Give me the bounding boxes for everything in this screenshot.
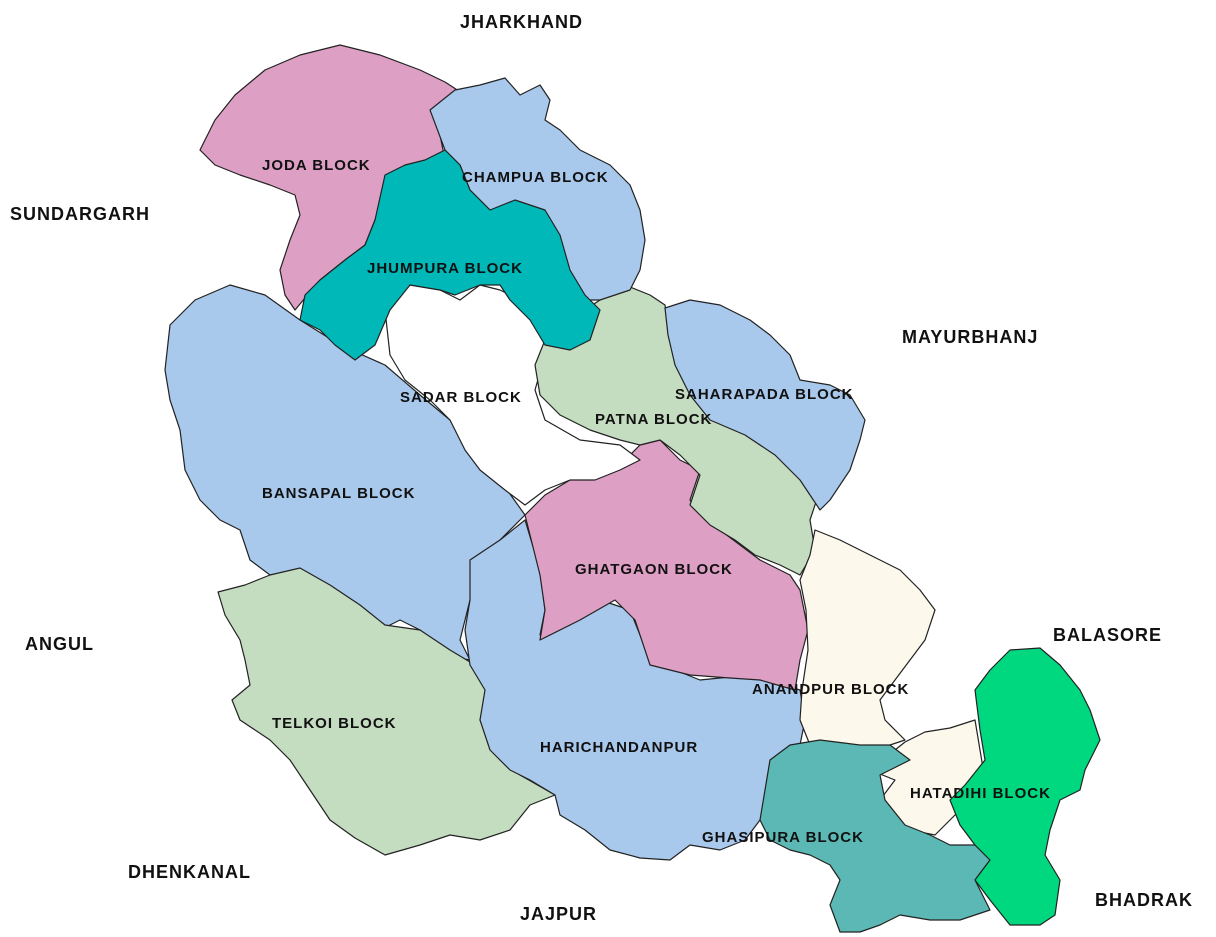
label-joda-block: JODA BLOCK: [262, 157, 371, 174]
label-bhadrak: BHADRAK: [1095, 890, 1193, 910]
region-jhumpura[interactable]: [299, 149, 601, 361]
region-saharapada[interactable]: [664, 299, 866, 511]
region-ghasipura[interactable]: [759, 739, 991, 933]
label-mayurbhanj: MAYURBHANJ: [902, 327, 1038, 347]
label-ghatgaon-block: GHATGAON BLOCK: [575, 561, 733, 578]
region-ghatgaon[interactable]: [524, 439, 809, 691]
region-hatadihi[interactable]: [949, 647, 1101, 926]
label-sadar-block: SADAR BLOCK: [400, 389, 522, 406]
label-champua-block: CHAMPUA BLOCK: [462, 169, 609, 186]
label-jharkhand: JHARKHAND: [460, 12, 583, 32]
region-anandpur[interactable]: [799, 529, 936, 749]
label-jajpur: JAJPUR: [520, 904, 597, 924]
label-harichandanpur: HARICHANDANPUR: [540, 739, 698, 756]
label-patna-block: PATNA BLOCK: [595, 411, 712, 428]
label-anandpur-block: ANANDPUR BLOCK: [752, 681, 909, 698]
label-hatadihi-block: HATADIHI BLOCK: [910, 785, 1051, 802]
label-bansapal-block: BANSAPAL BLOCK: [262, 485, 415, 502]
region-sadar[interactable]: [384, 284, 641, 506]
label-saharapada-block: SAHARAPADA BLOCK: [675, 386, 854, 403]
label-angul: ANGUL: [25, 634, 94, 654]
label-balasore: BALASORE: [1053, 625, 1162, 645]
label-ghasipura-block: GHASIPURA BLOCK: [702, 829, 864, 846]
region-telkoi[interactable]: [217, 567, 556, 856]
label-dhenkanal: DHENKANAL: [128, 862, 251, 882]
label-jhumpura-block: JHUMPURA BLOCK: [367, 260, 523, 277]
label-telkoi-block: TELKOI BLOCK: [272, 715, 397, 732]
label-sundargarh: SUNDARGARH: [10, 204, 150, 224]
